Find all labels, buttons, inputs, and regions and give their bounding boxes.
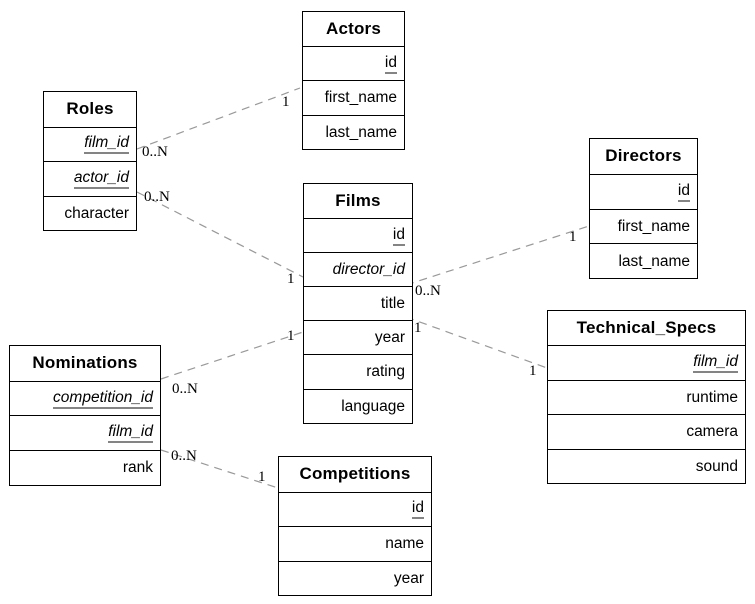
entity-table-nominations: Nominations competition_id film_id rank [9,345,161,486]
field-title: title [380,295,405,313]
cardinality-label: 1 [287,271,295,287]
table-row: rank [10,450,160,485]
table-row: name [279,526,431,561]
entity-title-actors: Actors [325,19,382,39]
table-row: film_id [548,345,745,379]
table-row: year [304,320,412,354]
cardinality-label: 0..N [142,144,168,160]
entity-table-technical-specs: Technical_Specs film_id runtime camera s… [547,310,746,484]
table-row: year [279,560,431,596]
table-row: id [590,173,697,209]
cardinality-label: 0..N [171,448,197,464]
relation-line-nominations-films [160,331,304,380]
entity-table-films: Films id director_id title year rating l… [303,183,413,424]
field-language: language [341,397,405,415]
field-camera: camera [686,423,738,441]
field-rank: rank [122,459,153,477]
table-row: film_id [44,126,136,162]
entity-table-competitions: Competitions id name year [278,456,432,596]
field-rating: rating [366,363,405,381]
field-year: year [393,569,424,587]
table-row: id [303,46,404,80]
field-film-id: film_id [693,353,738,374]
field-sound: sound [695,457,738,475]
relation-line-nominations-competitions [160,449,279,489]
field-id: id [392,226,405,246]
field-last-name: last_name [618,252,690,270]
entity-table-actors: Actors id first_name last_name [302,11,405,150]
entity-title-roles: Roles [66,99,114,119]
cardinality-label: 1 [287,328,295,344]
field-id: id [411,499,424,520]
table-row: last_name [590,243,697,278]
entity-title-directors: Directors [605,146,682,166]
field-film-id: film_id [108,423,153,444]
table-row: sound [548,448,745,483]
table-row: first_name [590,208,697,244]
field-director-id: director_id [332,261,405,279]
field-name: name [385,535,424,553]
table-row: title [304,286,412,320]
field-runtime: runtime [686,388,738,406]
field-id: id [384,54,397,74]
field-first-name: first_name [617,217,690,235]
entity-title-technical-specs: Technical_Specs [576,318,717,338]
cardinality-label: 0..N [172,381,198,397]
field-film-id: film_id [84,134,129,155]
field-first-name: first_name [324,89,397,107]
table-row: last_name [303,114,404,149]
cardinality-label: 1 [414,320,422,336]
field-id: id [677,182,690,202]
table-row: film_id [10,415,160,450]
relation-line-roles-actors [136,87,301,150]
field-actor-id: actor_id [73,169,129,189]
relation-line-films-technical-specs [405,316,548,369]
field-year: year [374,329,405,347]
table-row: id [304,218,412,252]
field-last-name: last_name [325,123,397,141]
cardinality-label: 1 [282,94,290,110]
cardinality-label: 0..N [415,283,441,299]
relation-line-roles-films [136,191,304,278]
table-row: actor_id [44,161,136,196]
table-row: director_id [304,252,412,286]
table-row: rating [304,354,412,388]
table-row: competition_id [10,380,160,416]
table-row: id [279,491,431,527]
entity-title-competitions: Competitions [299,464,411,484]
entity-title-nominations: Nominations [32,353,138,373]
table-row: character [44,195,136,231]
field-competition-id: competition_id [53,389,153,409]
cardinality-label: 1 [569,229,577,245]
cardinality-label: 1 [258,469,266,485]
entity-table-roles: Roles film_id actor_id character [43,91,137,232]
cardinality-label: 0..N [144,189,170,205]
cardinality-label: 1 [529,363,537,379]
field-character: character [64,205,129,223]
table-row: language [304,388,412,423]
table-row: runtime [548,379,745,414]
table-row: first_name [303,80,404,114]
entity-title-films: Films [335,191,381,211]
table-row: camera [548,414,745,448]
relation-line-films-directors [405,225,590,286]
entity-table-directors: Directors id first_name last_name [589,138,698,280]
